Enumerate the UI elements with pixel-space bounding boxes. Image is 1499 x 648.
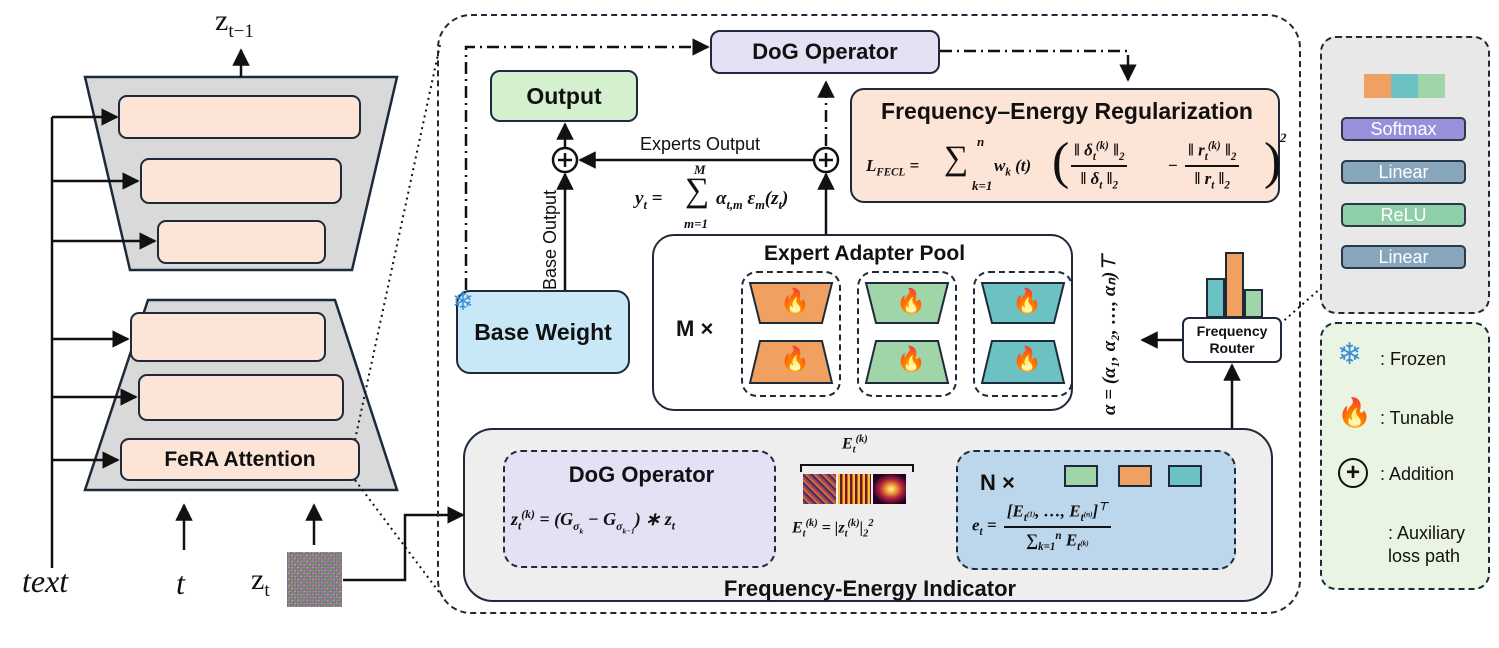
legend-panel [1320, 322, 1490, 590]
dog-operator-top: DoG Operator [710, 30, 940, 74]
pool-title: Expert Adapter Pool [763, 242, 966, 265]
legend-addition-label: : Addition [1380, 464, 1455, 484]
router-layer-softmax: Softmax [1341, 117, 1466, 141]
pool-count: M × [676, 316, 714, 341]
softmax-output-orange [1364, 74, 1391, 98]
frequency-router: Frequency Router [1182, 317, 1282, 363]
output-block: Output [490, 70, 638, 122]
token-orange [1118, 465, 1152, 487]
dog-inner-title: DoG Operator [568, 462, 715, 487]
router-layer-relu: ReLU [1341, 203, 1466, 227]
base-weight-block: Base Weight [456, 290, 630, 374]
snowflake-icon: ❄ [1337, 338, 1363, 371]
n-count: N × [980, 470, 1015, 495]
latent-input-label: zt [251, 563, 270, 601]
fer-title: Frequency–Energy Regularization [881, 98, 1253, 124]
dog-operator-inner: DoG Operator zt(k) = (Gσk − Gσk−1) ∗ zt [503, 450, 776, 568]
router-layer-linear-top: Linear [1341, 160, 1466, 184]
fera-attention-block: FeRA Attention [120, 438, 360, 481]
flame-icon: 🔥 [780, 288, 810, 315]
text-input-label: text [22, 563, 69, 599]
legend-tunable-label: : Tunable [1380, 408, 1455, 428]
spectrum-thumb-3 [873, 474, 906, 504]
spectrum-thumb-1 [803, 474, 836, 504]
router-layer-linear-bottom: Linear [1341, 245, 1466, 269]
energy-symbol: Et(k) [842, 434, 868, 456]
token-green [1064, 465, 1098, 487]
flame-icon: 🔥 [1012, 288, 1042, 315]
noise-latent-image [287, 552, 342, 607]
expert-adapter-orange [741, 271, 841, 397]
fei-title: Frequency-Energy Indicator [723, 576, 1017, 601]
unet-block-d2 [140, 158, 342, 204]
flame-icon: 🔥 [896, 346, 926, 373]
unet-block-e1 [130, 312, 326, 362]
legend-auxiliary-label: : Auxiliary loss path [1388, 523, 1466, 566]
experts-sum-equation: yt = ∑ M m=1 αt,m εm(zt) [635, 162, 789, 231]
fera-attention-label: FeRA Attention [164, 447, 316, 471]
legend-frozen-label: : Frozen [1380, 349, 1447, 369]
token-teal [1168, 465, 1202, 487]
output-latent-label: zt−1 [215, 4, 254, 42]
alpha-weights-label: α = (α₁, α₂, …, αₙ)⊤ [1099, 255, 1120, 415]
snowflake-icon: ❄ [452, 286, 474, 316]
experts-output-label: Experts Output [640, 134, 761, 154]
softmax-output-teal [1391, 74, 1418, 98]
energy-equation: Et(k) = |zt(k)|22 [792, 518, 874, 540]
unet-block-d1 [118, 95, 361, 139]
dog-equation: zt(k) = (Gσk − Gσk−1) ∗ zt [511, 508, 676, 535]
fera-detail-panel [437, 14, 1301, 614]
unet-block-d3 [157, 220, 326, 264]
flame-icon: 🔥 [1337, 397, 1372, 428]
unet-block-e2 [138, 374, 344, 421]
expert-adapter-green [857, 271, 957, 397]
fer-equation: LFECL = ∑ n k=1 wk (t) ( ‖ δt(k) ‖2‖ δt … [866, 130, 1287, 193]
plus-circle-icon: + [1338, 458, 1368, 488]
flame-icon: 🔥 [1012, 346, 1042, 373]
energy-normalize-equation: et = [Et(1), …, Et(n)]⊤∑k=1n Et(k) [972, 500, 1114, 553]
frequency-energy-regularization: Frequency–Energy Regularization LFECL = … [850, 88, 1287, 203]
spectrum-thumb-2 [838, 474, 871, 504]
flame-icon: 🔥 [780, 346, 810, 373]
energy-bracket [800, 464, 914, 472]
flame-icon: 🔥 [896, 288, 926, 315]
softmax-output-green [1418, 74, 1445, 98]
timestep-input-label: t [176, 565, 185, 601]
base-output-label: Base Output [540, 189, 560, 290]
expert-adapter-teal [973, 271, 1073, 397]
